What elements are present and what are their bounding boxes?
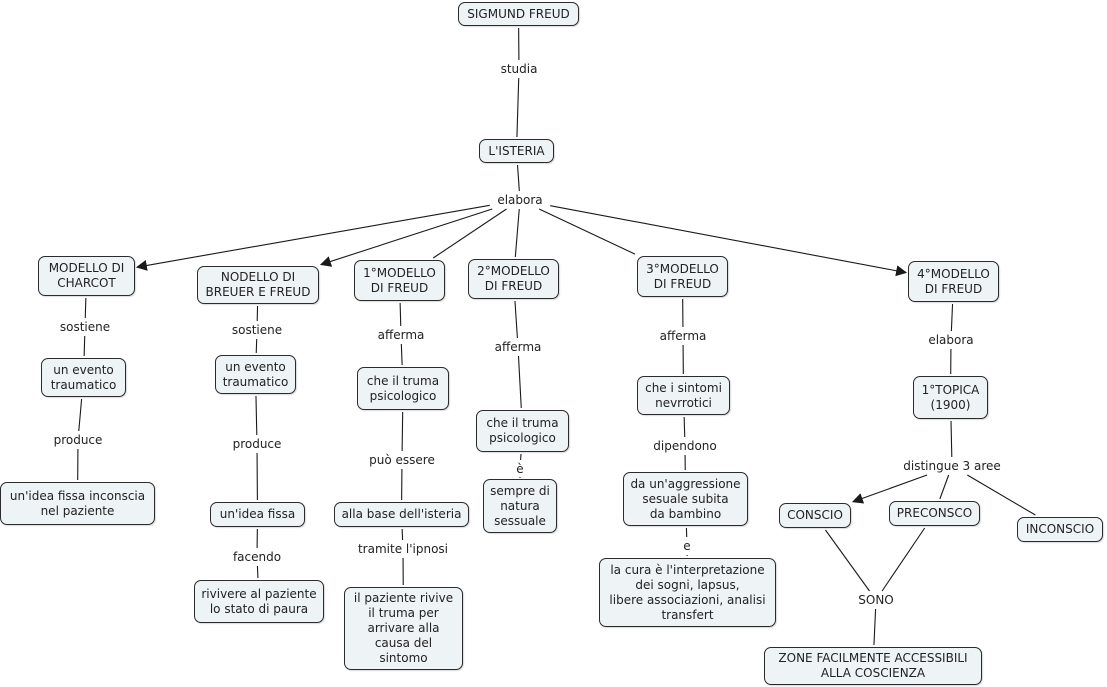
- connector-elabora-m3: [538, 208, 636, 255]
- connector-elabora-m1: [432, 208, 507, 259]
- connector-evento1-produce1: [78, 398, 83, 432]
- connector-topica-distingue: [950, 420, 953, 458]
- link-label-produce2: produce: [230, 437, 284, 451]
- connector-elabora-charcot: [135, 204, 490, 271]
- concept-node-m2[interactable]: 2°MODELLO DI FREUD: [468, 259, 559, 299]
- concept-node-m3[interactable]: 3°MODELLO DI FREUD: [637, 256, 728, 297]
- connector-afferma2-trauma2: [517, 355, 522, 409]
- connector-elabora-m2: [514, 208, 520, 258]
- connector-isteria-elabora: [516, 164, 520, 192]
- concept-node-charcot[interactable]: MODELLO DI CHARCOT: [38, 256, 135, 296]
- concept-node-m1[interactable]: 1°MODELLO DI FREUD: [354, 260, 445, 301]
- connector-distingue-conscio: [851, 474, 928, 504]
- connector-preconsco-sono: [881, 527, 926, 592]
- link-label-e_accent: è: [514, 462, 526, 476]
- concept-node-freud[interactable]: SIGMUND FREUD: [458, 2, 579, 26]
- link-label-elabora4: elabora: [926, 333, 976, 347]
- connector-distingue-inconscio: [967, 474, 1036, 516]
- link-label-distingue: distingue 3 aree: [901, 459, 1003, 473]
- link-label-produce1: produce: [51, 433, 105, 447]
- link-label-afferma2: afferma: [492, 340, 544, 354]
- concept-node-aggressione[interactable]: da un'aggressione sesuale subita da bamb…: [623, 472, 748, 526]
- connector-elabora-m4: [550, 205, 908, 277]
- concept-node-sempre[interactable]: sempre di natura sessuale: [483, 479, 557, 533]
- connector-studia-isteria: [516, 77, 520, 138]
- connector-sostiene1-evento1: [83, 335, 86, 357]
- connector-evento2-produce2: [255, 395, 258, 436]
- connector-afferma1-trauma1: [400, 343, 403, 366]
- concept-node-isteria[interactable]: L'ISTERIA: [479, 139, 554, 163]
- concept-node-preconsco[interactable]: PRECONSCO: [889, 501, 980, 526]
- concept-node-breuer[interactable]: NODELLO DI BREUER E FREUD: [197, 266, 319, 304]
- connector-facendo-rivivere: [256, 565, 259, 579]
- concept-node-rivivere[interactable]: rivivere al paziente lo stato di paura: [194, 580, 324, 623]
- connector-distingue-preconsco: [939, 474, 950, 500]
- connector-charcot-sostiene1: [84, 297, 87, 319]
- link-label-puo: può essere: [367, 453, 437, 467]
- concept-node-trauma1[interactable]: che il truma psicologico: [357, 367, 449, 410]
- concept-node-topica[interactable]: 1°TOPICA (1900): [913, 376, 988, 419]
- link-label-studia: studia: [498, 62, 540, 76]
- link-label-dipendono: dipendono: [651, 439, 719, 453]
- connector-m2-afferma2: [514, 300, 518, 339]
- concept-node-cura[interactable]: la cura è l'interpretazione dei sogni, l…: [599, 558, 776, 627]
- concept-node-evento2[interactable]: un evento traumatico: [215, 355, 296, 394]
- connector-m1-afferma1: [399, 302, 402, 327]
- connector-m4-elabora4: [950, 303, 954, 332]
- concept-node-sintomi[interactable]: che i sintomi nevrrotici: [637, 376, 730, 415]
- link-label-facendo: facendo: [230, 550, 284, 564]
- concept-node-idea2[interactable]: un'idea fissa: [210, 502, 305, 527]
- concept-node-evento1[interactable]: un evento traumatico: [41, 358, 126, 397]
- concept-node-paziente[interactable]: il paziente rivive il truma per arrivare…: [344, 587, 463, 670]
- link-label-elabora: elabora: [495, 193, 545, 207]
- concept-node-zone[interactable]: ZONE FACILMENTE ACCESSIBILI ALLA COSCIEN…: [764, 647, 982, 685]
- link-label-sono: SONO: [856, 593, 896, 607]
- concept-node-trauma2[interactable]: che il truma psicologico: [476, 410, 569, 452]
- link-label-sostiene1: sostiene: [57, 320, 113, 334]
- concept-node-m4[interactable]: 4°MODELLO DI FREUD: [908, 261, 999, 302]
- link-label-e_conj: e: [681, 539, 693, 553]
- link-label-tramite: tramite l'ipnosi: [355, 542, 451, 556]
- concept-node-idea1[interactable]: un'idea fissa inconscia nel paziente: [0, 482, 155, 525]
- link-label-afferma1: afferma: [375, 328, 427, 342]
- concept-node-base[interactable]: alla base dell'isteria: [334, 502, 469, 527]
- connector-elabora-breuer: [319, 208, 493, 267]
- link-label-afferma3: afferma: [657, 329, 709, 343]
- concept-node-inconscio[interactable]: INCONSCIO: [1017, 517, 1103, 542]
- link-label-sostiene2: sostiene: [229, 323, 285, 337]
- concept-node-conscio[interactable]: CONSCIO: [779, 503, 851, 528]
- connector-trauma1-puo: [401, 411, 404, 452]
- connector-conscio-sono: [825, 529, 870, 592]
- connector-sintomi-dipendono: [683, 416, 686, 438]
- connector-sono-zone: [873, 608, 877, 646]
